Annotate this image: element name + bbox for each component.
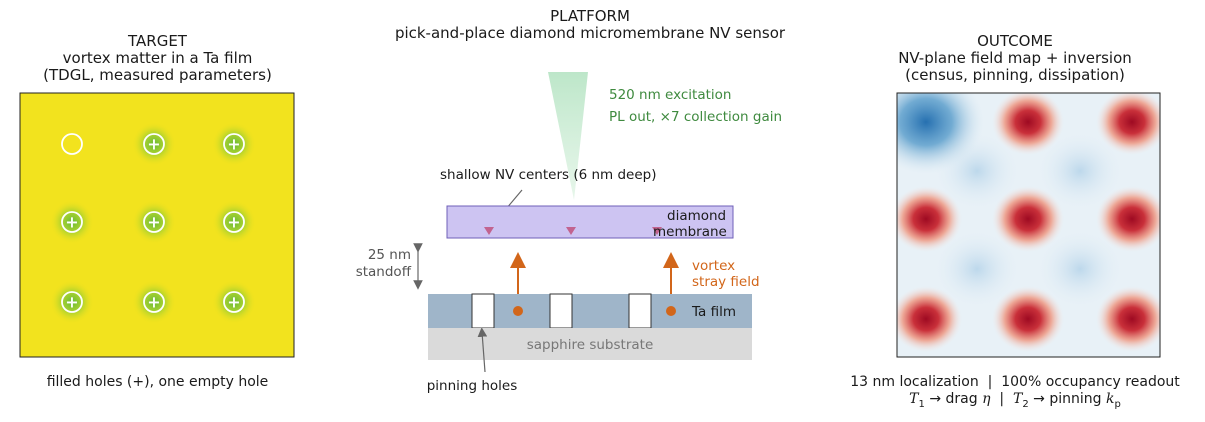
- outcome-heading: OUTCOME: [977, 32, 1053, 50]
- target-heading: TARGET: [128, 32, 187, 50]
- target-vortex-panel: + + + + + + + +: [19, 92, 295, 358]
- outcome-subtitle-line1: NV-plane field map + inversion: [898, 49, 1132, 67]
- filled-hole-marker: +: [227, 135, 240, 154]
- drag-text: → drag: [929, 391, 983, 407]
- outcome-caption-line1: 13 nm localization | 100% occupancy read…: [850, 374, 1180, 390]
- target-subtitle-line2: (TDGL, measured parameters): [43, 66, 272, 84]
- vortex-halo: [212, 200, 256, 244]
- filled-hole-marker: +: [227, 293, 240, 312]
- vortex-core-1: [513, 306, 523, 316]
- filled-hole-ring: [143, 211, 165, 233]
- t2-symbol: T: [1013, 391, 1023, 407]
- excitation-beam: [548, 72, 588, 200]
- outcome-subtitle-line2: (census, pinning, dissipation): [905, 66, 1125, 84]
- filled-hole-ring: [223, 211, 245, 233]
- vortex-label-line2: stray field: [692, 274, 760, 290]
- vortex-halo: [132, 280, 176, 324]
- eta-symbol: η: [982, 391, 991, 407]
- vortex-core-2: [666, 306, 676, 316]
- outcome-title-block: OUTCOME NV-plane field map + inversion (…: [870, 33, 1160, 84]
- field-low-region: [1036, 131, 1124, 211]
- ta-film-label: Ta film: [691, 304, 736, 320]
- pl-label: PL out, ×7 collection gain: [609, 109, 782, 125]
- membrane-label-line1: diamond: [667, 208, 726, 224]
- target-subtitle-line1: vortex matter in a Ta film: [62, 49, 253, 67]
- vortex-field-peak: [992, 186, 1064, 252]
- membrane-label-line2: membrane: [653, 224, 727, 240]
- vortex-field-peak: [992, 93, 1064, 155]
- vortex-label-line1: vortex: [692, 258, 735, 274]
- excitation-label: 520 nm excitation: [609, 87, 731, 103]
- vortex-halo: [212, 280, 256, 324]
- filled-hole-marker: +: [227, 213, 240, 232]
- vortex-halo: [50, 280, 94, 324]
- vortex-halo: [50, 200, 94, 244]
- filled-hole-marker: +: [65, 293, 78, 312]
- pinning-hole-2: [549, 293, 573, 329]
- vortex-halo: [132, 200, 176, 244]
- pinning-text: → pinning: [1033, 391, 1106, 407]
- field-low-region: [933, 229, 1021, 309]
- pinning-hole-3: [628, 293, 652, 329]
- outcome-caption-line2: T1 → drag η | T2 → pinning kp: [835, 391, 1195, 413]
- vortex-field-peak: [1096, 186, 1160, 252]
- vortex-halo: [212, 122, 256, 166]
- k-subscript: p: [1114, 398, 1121, 410]
- nv-centers-label: shallow NV centers (6 nm deep): [440, 167, 657, 183]
- filled-hole-ring: [61, 211, 83, 233]
- filled-hole-ring: [223, 291, 245, 313]
- k-symbol: k: [1105, 391, 1115, 407]
- target-caption: filled holes (+), one empty hole: [46, 374, 269, 390]
- diamond-membrane: [446, 205, 734, 239]
- field-low-region: [1036, 229, 1124, 309]
- outcome-field-map: [896, 92, 1161, 358]
- pinning-hole-1: [471, 293, 495, 329]
- target-title-block: TARGET vortex matter in a Ta film (TDGL,…: [20, 33, 295, 84]
- platform-title-block: PLATFORM pick-and-place diamond micromem…: [360, 8, 820, 42]
- filled-hole-marker: +: [147, 135, 160, 154]
- caption-separator: |: [990, 391, 1013, 407]
- filled-hole-ring: [223, 133, 245, 155]
- nv-center-marker-2: [566, 227, 576, 235]
- filled-hole-ring: [143, 291, 165, 313]
- filled-hole-marker: +: [65, 213, 78, 232]
- vortex-field-peak: [897, 186, 962, 252]
- t1-subscript: 1: [918, 398, 925, 410]
- pinning-holes-pointer: [477, 327, 488, 373]
- platform-diagram: 520 nm excitation PL out, ×7 collection …: [356, 72, 782, 394]
- outcome-caption: 13 nm localization | 100% occupancy read…: [835, 374, 1195, 413]
- vortex-field-peak: [897, 286, 962, 352]
- platform-subtitle: pick-and-place diamond micromembrane NV …: [394, 24, 786, 42]
- vortex-field-peak: [1096, 93, 1160, 155]
- substrate-label: sapphire substrate: [527, 337, 654, 353]
- filled-hole-marker: +: [147, 213, 160, 232]
- vortex-field-peak: [1096, 286, 1160, 352]
- standoff-label-line1: 25 nm: [368, 247, 411, 263]
- empty-hole-ring: [61, 133, 83, 155]
- nv-center-marker-3: [652, 227, 662, 235]
- pinning-holes-label: pinning holes: [427, 378, 518, 394]
- platform-heading: PLATFORM: [550, 7, 630, 25]
- field-map-frame: [896, 92, 1161, 358]
- filled-hole-ring: [61, 291, 83, 313]
- vortex-halo: [132, 122, 176, 166]
- t1-symbol: T: [909, 391, 919, 407]
- standoff-label-line2: standoff: [356, 264, 412, 280]
- vortex-field-peak: [992, 286, 1064, 352]
- empty-site-field-dip: [897, 93, 984, 174]
- filled-hole-ring: [143, 133, 165, 155]
- t2-subscript: 2: [1022, 398, 1029, 410]
- nv-center-marker-1: [484, 227, 494, 235]
- filled-hole-marker: +: [147, 293, 160, 312]
